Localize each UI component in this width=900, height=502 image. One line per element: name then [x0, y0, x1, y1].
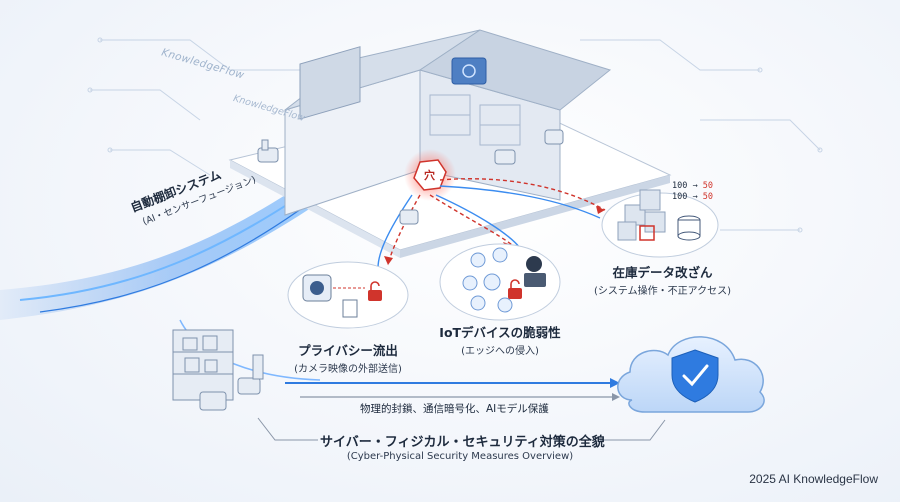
- inventory-node: [601, 189, 719, 258]
- robots: [257, 129, 564, 225]
- bottom-shelves: [172, 329, 264, 411]
- overview-title: サイバー・フィジカル・セキュリティ対策の全貌: [320, 435, 605, 450]
- privacy-label: プライバシー流出 (カメラ映像の外部送信): [268, 340, 428, 375]
- copyright-text: 2025 AI KnowledgeFlow: [749, 472, 878, 486]
- iot-node: [439, 243, 561, 321]
- iot-subtitle: (エッジへの侵入): [461, 346, 539, 357]
- privacy-node: [287, 261, 409, 329]
- breach-glyph: 穴: [424, 169, 435, 182]
- threat-flows: [377, 178, 606, 269]
- circuit-lines: [87, 37, 823, 233]
- overview-subtitle: (Cyber-Physical Security Measures Overvi…: [346, 451, 574, 462]
- warehouse: [284, 29, 612, 216]
- overview-label: サイバー・フィジカル・セキュリティ対策の全貌 (Cyber-Physical S…: [320, 431, 605, 462]
- measure-arrows: [257, 378, 666, 441]
- privacy-subtitle: (カメラ映像の外部送信): [294, 364, 402, 375]
- iot-label: IoTデバイスの脆弱性 (エッジへの侵入): [425, 322, 575, 357]
- security-cloud: [617, 336, 765, 413]
- inventory-label: 在庫データ改ざん (システム操作・不正アクセス): [580, 262, 745, 297]
- inventory-value-1: 100 → 50: [672, 181, 713, 191]
- iot-title: IoTデバイスの脆弱性: [439, 325, 561, 340]
- inventory-subtitle: (システム操作・不正アクセス): [593, 286, 731, 297]
- measures-text: 物理的封鎖、通信暗号化、AIモデル保護: [360, 403, 549, 415]
- inventory-value-2: 100 → 50: [672, 192, 713, 202]
- privacy-title: プライバシー流出: [298, 343, 398, 358]
- inventory-title: 在庫データ改ざん: [612, 265, 713, 280]
